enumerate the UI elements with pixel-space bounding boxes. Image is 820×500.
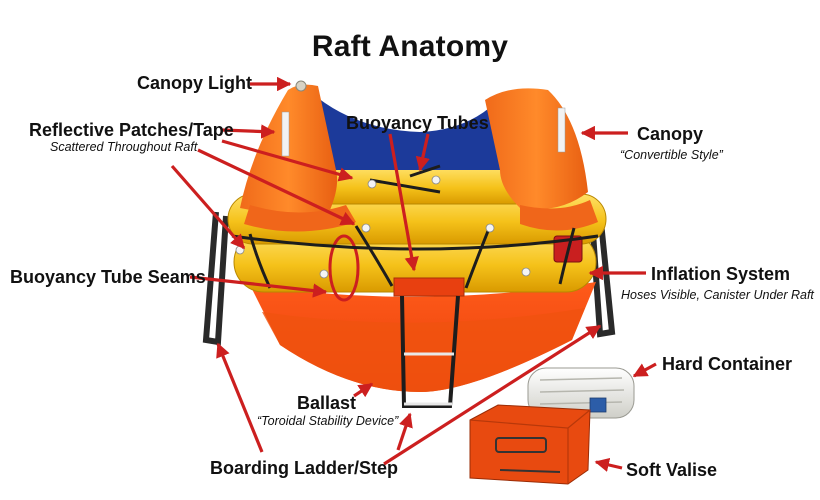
label-canopy-light: Canopy Light	[137, 73, 252, 93]
label-buoyancy-tubes: Buoyancy Tubes	[346, 113, 489, 133]
canopy-light	[295, 80, 307, 92]
arrow-ballast	[353, 382, 374, 398]
arrow-reflective-4	[170, 164, 246, 250]
arrow-tube-seams	[189, 275, 328, 298]
arrow-reflective-3	[197, 148, 356, 226]
arrow-frame	[216, 342, 264, 453]
canopy-interior	[318, 98, 505, 170]
arrow-hard-container	[632, 362, 657, 378]
label-inflation-system: Inflation System	[651, 264, 791, 284]
tube-seam-marker	[328, 234, 360, 302]
arrow-ladder-2	[396, 412, 413, 451]
boarding-ladder	[400, 295, 460, 408]
label-ballast: Ballast	[297, 393, 357, 413]
callout-arrows	[170, 76, 657, 472]
label-reflective-patches: Reflective Patches/Tape	[29, 120, 234, 140]
arrow-reflective-1	[221, 124, 276, 139]
label-boarding-ladder: Boarding Ladder/Step	[210, 458, 399, 478]
label-soft-valise: Soft Valise	[626, 460, 718, 480]
label-hard-container: Hard Container	[662, 354, 793, 374]
boarding-step	[393, 277, 465, 297]
arrow-reflective-2	[221, 139, 354, 182]
label-buoyancy-tube-seams: Buoyancy Tube Seams	[10, 267, 206, 287]
hard-container	[527, 367, 635, 419]
label-inflation-sub: Hoses Visible, Canister Under Raft	[621, 288, 814, 302]
soft-valise	[469, 404, 591, 485]
diagram-title: Raft Anatomy	[311, 30, 509, 63]
side-frame-left	[202, 211, 229, 346]
label-canopy-sub: “Convertible Style”	[620, 148, 723, 162]
arrow-ladder-1	[383, 324, 602, 466]
label-reflective-sub: Scattered Throughout Raft	[50, 140, 198, 154]
arrow-buoyancy-tubes-1	[415, 133, 430, 172]
label-ballast-sub: “Toroidal Stability Device”	[257, 414, 399, 428]
reflective-patch-left	[281, 111, 290, 157]
label-canopy: Canopy	[637, 124, 704, 144]
reflective-patch-right	[557, 107, 566, 153]
arrow-buoyancy-tubes-2	[388, 133, 419, 272]
arrow-soft-valise	[594, 457, 623, 472]
